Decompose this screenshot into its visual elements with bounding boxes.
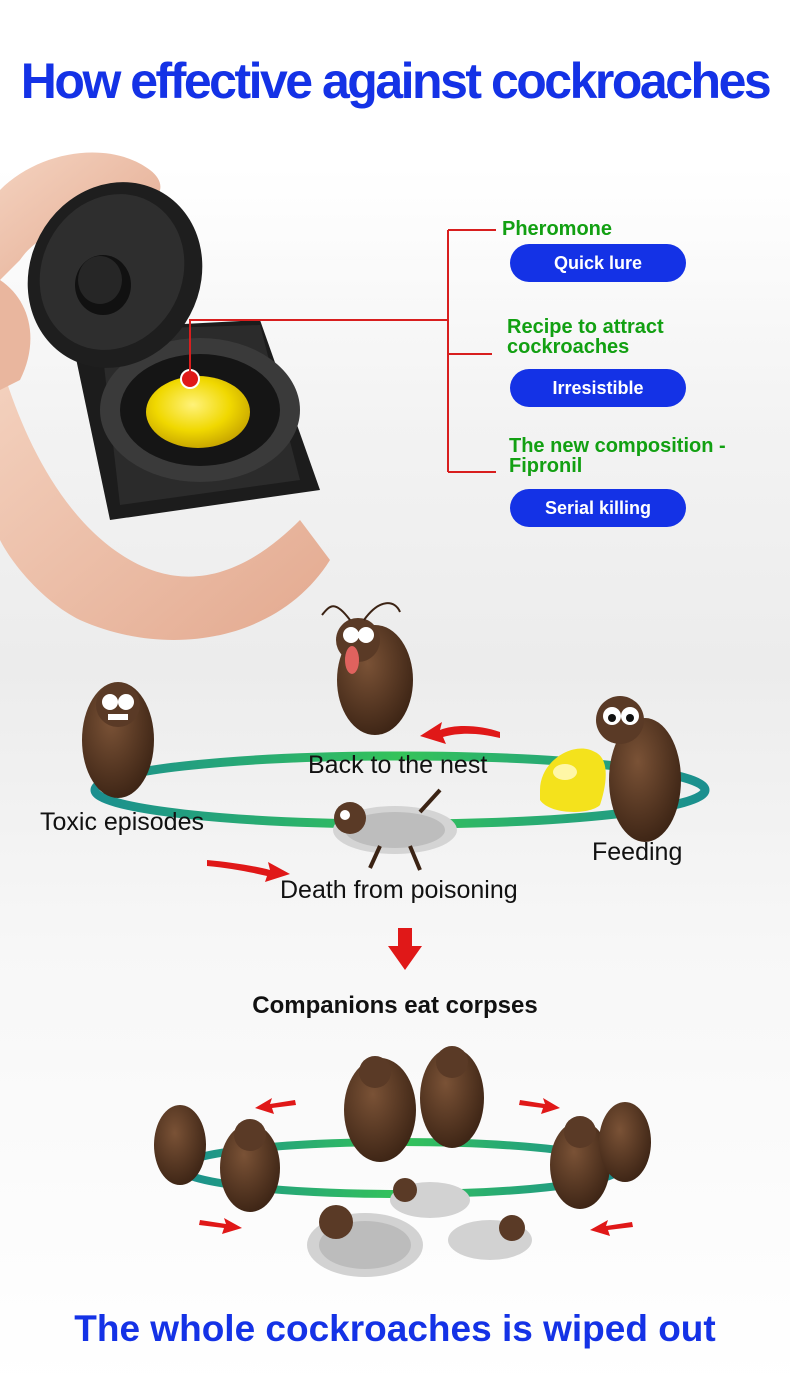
dead-cockroaches [307,1178,532,1277]
cockroach-back-to-nest [321,602,413,735]
footer-slogan: The whole cockroaches is wiped out [74,1308,716,1349]
companions-heading: Companions eat corpses [252,992,538,1019]
arrow-to-death-icon [207,860,290,882]
callout-label-recipe: Recipe to attract cockroaches [507,316,664,358]
arrow-to-nest-icon [420,722,500,744]
arrow-down-icon [388,928,422,970]
bait-station-image [27,182,320,520]
page-title: How effective against cockroaches [20,53,772,109]
label-toxic-episodes: Toxic episodes [40,808,204,836]
cockroach-group [154,1046,651,1212]
badge-serial-killing: Serial killing [510,489,686,527]
callout-label-pheromone: Pheromone [502,218,613,240]
companion-arrows-icon [199,1098,633,1236]
cockroach-toxic [82,682,154,798]
badge-quick-lure: Quick lure [510,244,686,282]
badge-irresistible: Irresistible [510,369,686,407]
label-feeding: Feeding [592,838,683,866]
label-death-from-poisoning: Death from poisoning [280,876,518,904]
callout-connectors [189,229,496,473]
callout-label-fipronil: The new composition - Fipronil [509,435,726,477]
bait-blob-icon [540,748,606,812]
label-back-to-nest: Back to the nest [308,751,488,779]
cockroach-dead [333,788,457,871]
cockroach-feeding [596,696,681,842]
